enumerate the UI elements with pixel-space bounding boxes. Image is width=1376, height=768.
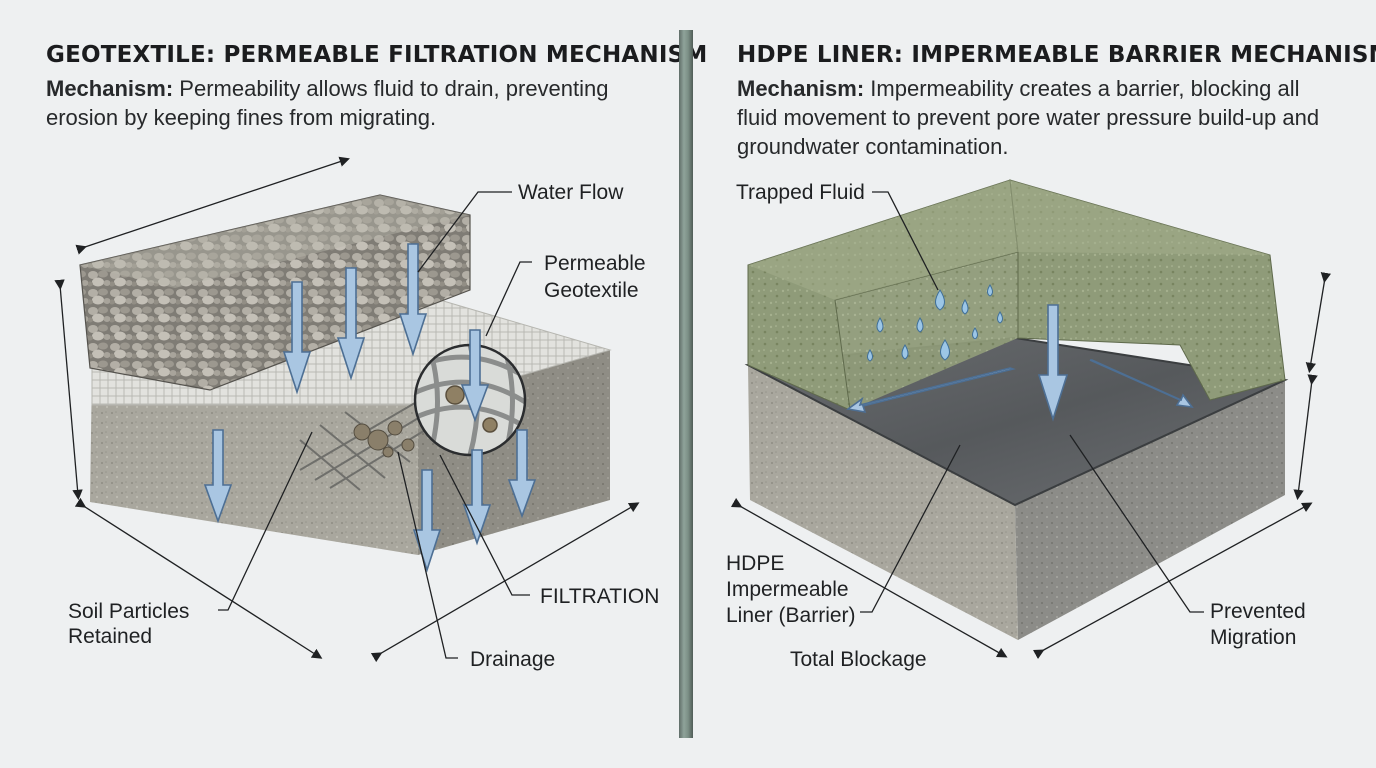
- right-mechanism-label: Mechanism:: [737, 76, 865, 101]
- flow-arrow: [398, 243, 428, 357]
- right-flow-arrows: [845, 304, 1194, 422]
- drainage-arrow: [507, 429, 537, 519]
- label-geotextile-line1: Permeable: [544, 252, 646, 275]
- trapped-soil-wall: [835, 252, 1018, 410]
- left-dimension-lines: [54, 156, 640, 663]
- left-leader-lines: [218, 191, 532, 659]
- retained-soil-particles: [353, 420, 415, 458]
- flow-arrow: [460, 329, 490, 423]
- hdpe-block: [744, 179, 1289, 640]
- left-mechanism-label: Mechanism:: [46, 76, 174, 101]
- right-labels: Trapped Fluid HDPE Impermeable Liner (Ba…: [726, 181, 1306, 671]
- label-hdpe-line2: Impermeable: [726, 578, 849, 601]
- right-mechanism-body: Impermeability creates a barrier, blocki…: [737, 76, 1320, 159]
- blocked-arrow: [1037, 304, 1069, 422]
- label-total-blockage: Total Blockage: [790, 648, 927, 671]
- label-prevented-line2: Migration: [1210, 626, 1296, 649]
- trapped-droplets: [867, 284, 1003, 362]
- left-labels: Water Flow Permeable Geotextile FILTRATI…: [68, 181, 659, 671]
- label-hdpe-line3: Liner (Barrier): [726, 604, 856, 627]
- left-panel-title: GEOTEXTILE: PERMEABLE FILTRATION MECHANI…: [46, 42, 708, 68]
- flow-arrow: [336, 267, 366, 381]
- right-dimension-lines: [730, 272, 1331, 660]
- label-trapped-fluid: Trapped Fluid: [736, 181, 865, 204]
- label-drainage: Drainage: [470, 648, 555, 671]
- right-mechanism-text: Mechanism: Impermeability creates a barr…: [737, 74, 1327, 161]
- label-soil-line2: Retained: [68, 625, 152, 648]
- geotextile-block: [79, 194, 612, 555]
- label-prevented-line1: Prevented: [1210, 600, 1306, 623]
- flow-arrow: [282, 281, 312, 395]
- right-leader-lines: [860, 191, 1204, 613]
- green-soil-top: [748, 180, 1270, 300]
- label-hdpe-line1: HDPE: [726, 552, 784, 575]
- left-mechanism-body: Permeability allows fluid to drain, prev…: [46, 76, 609, 130]
- lateral-arrow: [845, 367, 1016, 414]
- label-filtration: FILTRATION: [540, 585, 659, 608]
- label-geotextile-line2: Geotextile: [544, 279, 639, 302]
- panel-divider: [679, 30, 693, 738]
- right-panel-title: HDPE LINER: IMPERMEABLE BARRIER MECHANIS…: [737, 42, 1376, 68]
- label-soil-line1: Soil Particles: [68, 600, 189, 623]
- left-mechanism-text: Mechanism: Permeability allows fluid to …: [46, 74, 646, 132]
- lateral-arrow: [1089, 359, 1194, 409]
- label-water-flow: Water Flow: [518, 181, 624, 204]
